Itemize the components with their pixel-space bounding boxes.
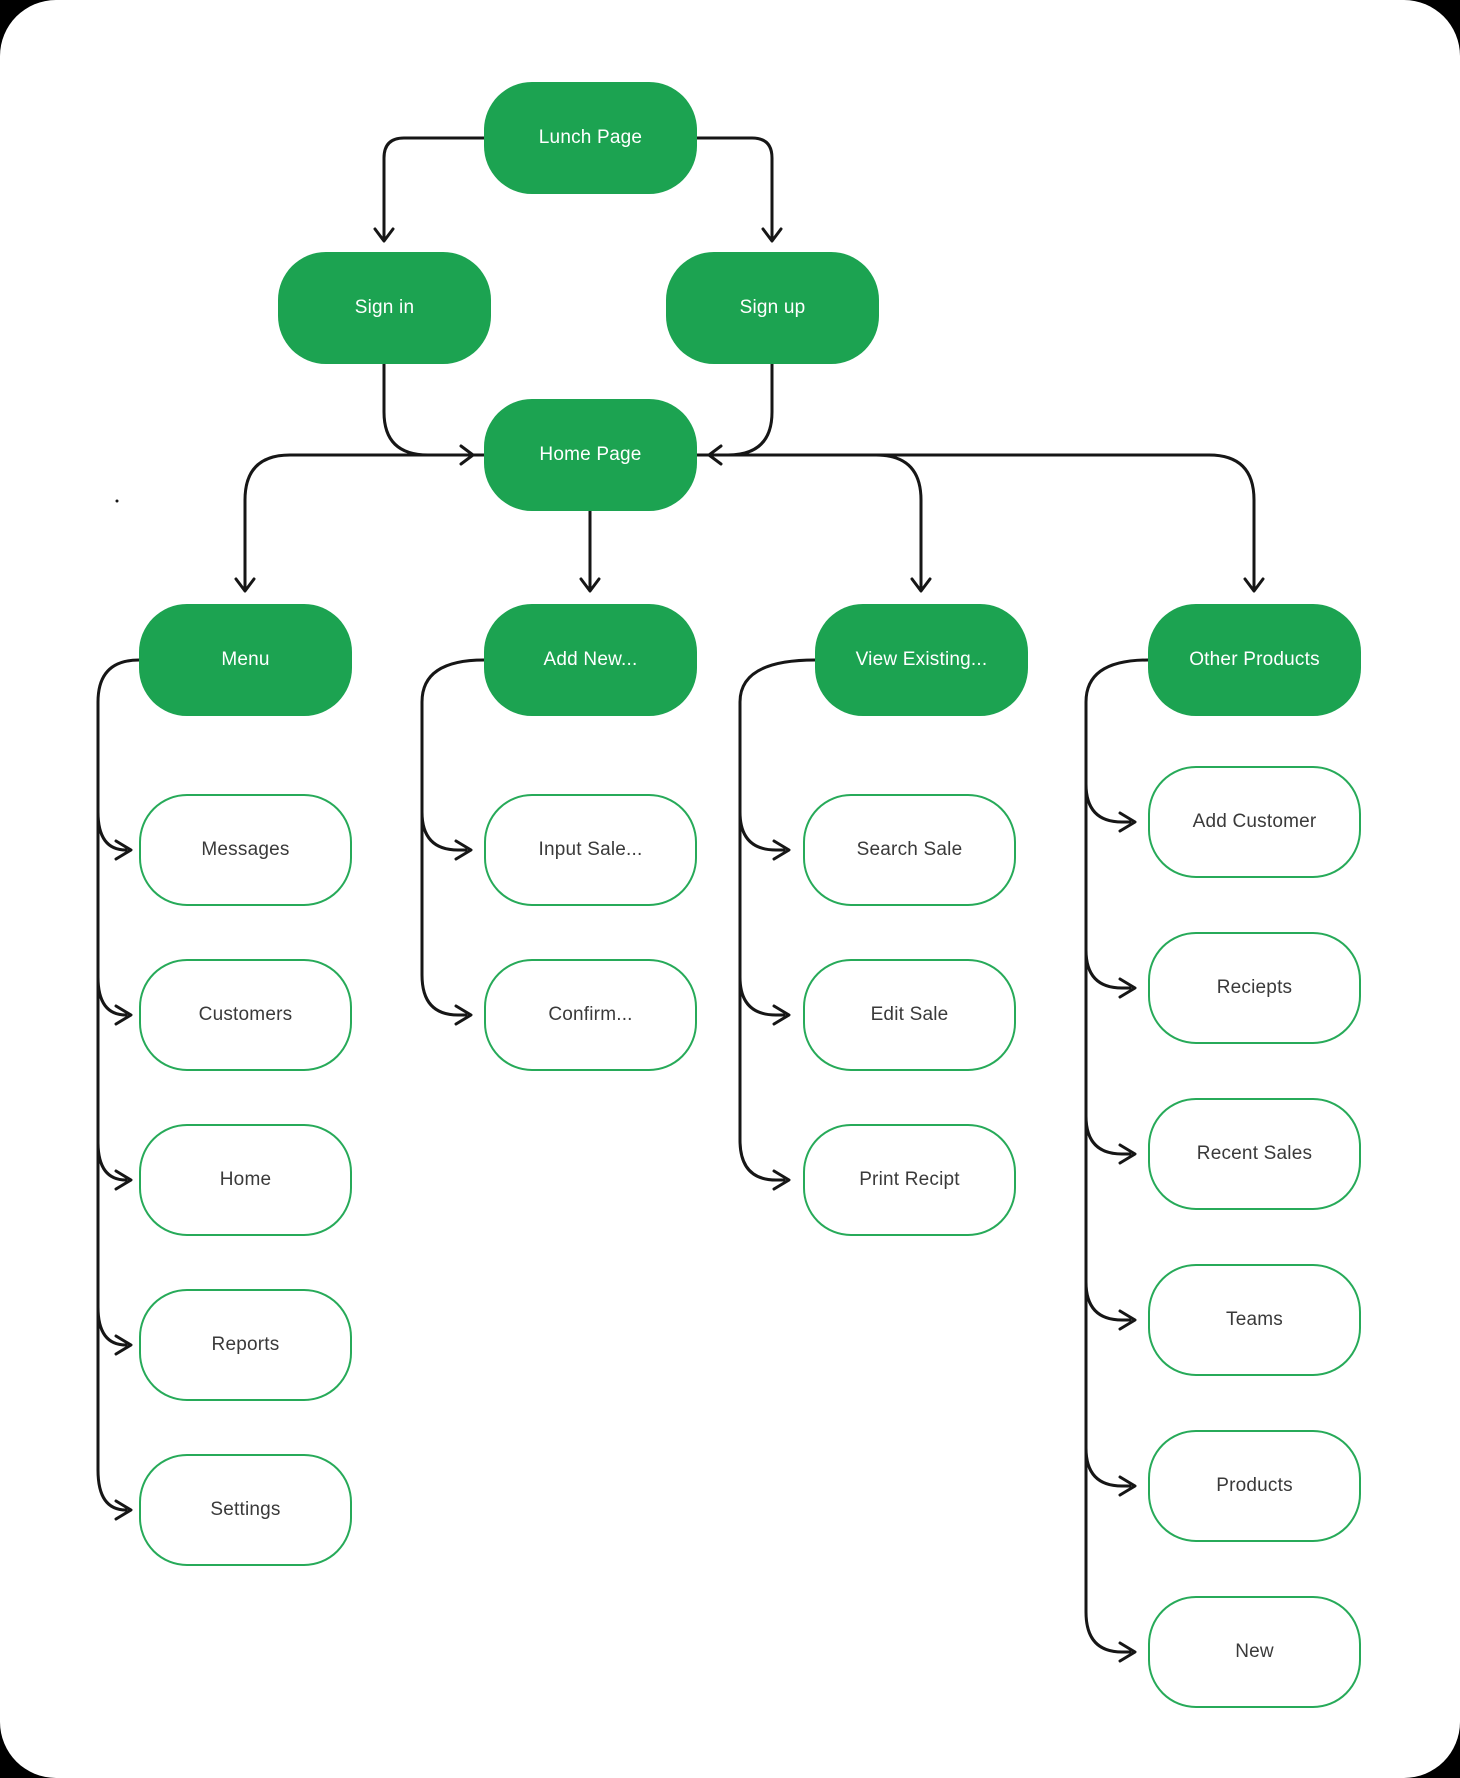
connector-menu-to-home [96, 1140, 133, 1191]
node-label: Other Products [1189, 649, 1320, 670]
node-new[interactable]: New [1148, 1596, 1361, 1708]
connector-other-products-to-teams [1084, 1280, 1137, 1331]
node-label: New [1235, 1641, 1274, 1662]
connector-view-existing-trunk [738, 658, 817, 1191]
connector-home-to-menu [234, 453, 486, 593]
node-reciepts[interactable]: Reciepts [1148, 932, 1361, 1044]
connector-other-products-to-reciepts [1084, 948, 1137, 999]
node-label: Input Sale... [538, 839, 643, 860]
connector-add-new-trunk [420, 658, 486, 1026]
node-label: Menu [221, 649, 270, 670]
connector-home-to-view-existing [695, 453, 932, 593]
connector-other-products-to-recent-sales [1084, 1114, 1137, 1165]
connector-view-existing-to-edit-sale [738, 975, 791, 1026]
node-lunch-page[interactable]: Lunch Page [484, 82, 697, 194]
node-label: Lunch Page [538, 127, 643, 148]
node-label: Messages [201, 839, 290, 860]
node-home[interactable]: Home [139, 1124, 352, 1236]
connector-home-to-add-new [579, 509, 601, 593]
node-label: Reports [211, 1334, 280, 1355]
connector-sign-in-to-home [382, 362, 475, 466]
node-customers[interactable]: Customers [139, 959, 352, 1071]
node-add-new[interactable]: Add New... [484, 604, 697, 716]
node-label: Sign in [354, 297, 415, 318]
node-settings[interactable]: Settings [139, 1454, 352, 1566]
node-label: Search Sale [856, 839, 963, 860]
node-other-products[interactable]: Other Products [1148, 604, 1361, 716]
connector-home-to-other-products [695, 453, 1265, 593]
node-sign-in[interactable]: Sign in [278, 252, 491, 364]
connector-add-new-to-input-sale [420, 810, 473, 861]
node-label: Teams [1226, 1309, 1283, 1330]
node-edit-sale[interactable]: Edit Sale [803, 959, 1016, 1071]
node-label: Add Customer [1192, 811, 1317, 832]
node-label: Print Recipt [859, 1169, 960, 1190]
connector-view-existing-to-search-sale [738, 810, 791, 861]
node-view-existing[interactable]: View Existing... [815, 604, 1028, 716]
connector-menu-to-messages [96, 810, 133, 861]
node-products[interactable]: Products [1148, 1430, 1361, 1542]
node-reports[interactable]: Reports [139, 1289, 352, 1401]
node-home-page[interactable]: Home Page [484, 399, 697, 511]
node-recent-sales[interactable]: Recent Sales [1148, 1098, 1361, 1210]
connector-lunch-to-sign-up [695, 136, 783, 243]
connector-menu-to-customers [96, 975, 133, 1026]
node-input-sale[interactable]: Input Sale... [484, 794, 697, 906]
node-label: Settings [210, 1499, 281, 1520]
node-label: Products [1216, 1475, 1293, 1496]
node-teams[interactable]: Teams [1148, 1264, 1361, 1376]
node-sign-up[interactable]: Sign up [666, 252, 879, 364]
node-confirm[interactable]: Confirm... [484, 959, 697, 1071]
node-label: Home Page [539, 444, 642, 465]
connector-other-products-to-products [1084, 1446, 1137, 1497]
node-label: Customers [198, 1004, 293, 1025]
node-label: Edit Sale [870, 1004, 949, 1025]
node-label: Sign up [739, 297, 806, 318]
connector-menu-to-reports [96, 1305, 133, 1356]
node-label: Recent Sales [1196, 1143, 1313, 1164]
node-label: Home [219, 1169, 272, 1190]
node-messages[interactable]: Messages [139, 794, 352, 906]
node-label: Confirm... [548, 1004, 633, 1025]
connector-other-products-to-add-customer [1084, 782, 1137, 833]
node-add-customer[interactable]: Add Customer [1148, 766, 1361, 878]
node-label: Reciepts [1216, 977, 1293, 998]
node-search-sale[interactable]: Search Sale [803, 794, 1016, 906]
node-menu[interactable]: Menu [139, 604, 352, 716]
node-print-recipt[interactable]: Print Recipt [803, 1124, 1016, 1236]
connector-other-products-trunk [1084, 658, 1150, 1663]
node-label: View Existing... [855, 649, 988, 670]
connector-sign-up-to-home [707, 362, 774, 466]
connector-lunch-to-sign-in [373, 136, 486, 243]
connector-menu-trunk [96, 499, 141, 1521]
node-label: Add New... [543, 649, 638, 670]
